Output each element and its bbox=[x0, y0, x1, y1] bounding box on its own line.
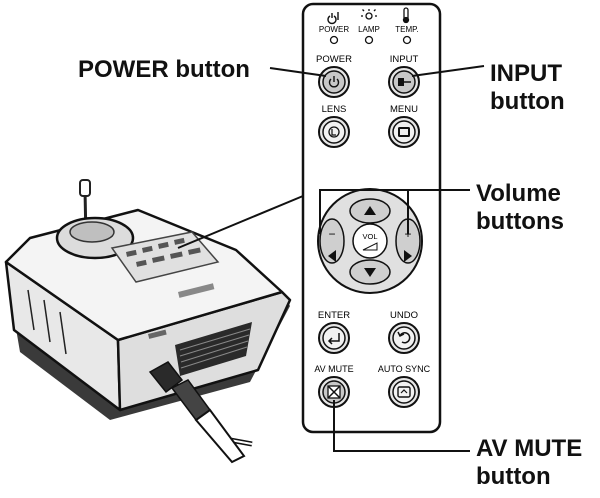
volume-wedge-icon bbox=[362, 242, 378, 251]
auto-sync-button-label: AUTO SYNC bbox=[378, 364, 431, 374]
vent-grille bbox=[175, 322, 252, 376]
undo-button[interactable] bbox=[388, 322, 420, 354]
enter-button-label: ENTER bbox=[318, 310, 350, 321]
input-leader-line bbox=[411, 65, 485, 77]
temp-indicator-led bbox=[402, 35, 412, 45]
input-callout-line-1: INPUT bbox=[490, 60, 562, 87]
av-mute-callout-line-1: AV MUTE bbox=[476, 435, 583, 462]
input-button-callout: INPUT button bbox=[490, 60, 565, 116]
lamp-indicator-label: LAMP bbox=[358, 25, 380, 34]
volume-leader-left bbox=[319, 189, 470, 234]
input-icon bbox=[398, 78, 411, 86]
input-callout-line-2: button bbox=[490, 88, 565, 115]
av-mute-button-callout: AV MUTE button bbox=[476, 435, 582, 491]
power-cable bbox=[148, 361, 253, 464]
right-arrow-icon bbox=[404, 250, 412, 262]
volume-callout-line-2: buttons bbox=[476, 208, 564, 235]
power-indicator-icon bbox=[327, 12, 339, 25]
av-mute-button-label: AV MUTE bbox=[314, 364, 353, 374]
input-button[interactable] bbox=[388, 66, 420, 98]
lamp-indicator-icon bbox=[361, 9, 377, 20]
left-arrow-icon bbox=[328, 250, 336, 262]
power-button-callout: POWER button bbox=[78, 56, 250, 84]
auto-sync-icon bbox=[397, 386, 411, 398]
power-button[interactable] bbox=[318, 66, 350, 98]
power-icon bbox=[328, 76, 340, 88]
av-mute-icon bbox=[327, 385, 341, 399]
volume-minus-label: − bbox=[328, 227, 335, 241]
undo-button-label: UNDO bbox=[390, 310, 418, 321]
menu-button[interactable] bbox=[388, 116, 420, 148]
lamp-indicator-led bbox=[364, 35, 374, 45]
temp-indicator-icon bbox=[402, 7, 410, 24]
lens-icon bbox=[328, 126, 340, 138]
auto-sync-button[interactable] bbox=[388, 376, 420, 408]
callout-leaders bbox=[269, 65, 485, 452]
up-button[interactable] bbox=[349, 198, 391, 224]
av-mute-callout-line-2: button bbox=[476, 463, 551, 490]
av-mute-leader-line bbox=[333, 400, 470, 452]
power-indicator-label: POWER bbox=[319, 25, 349, 34]
brand-plate bbox=[177, 283, 215, 298]
projector-control-panel bbox=[110, 231, 220, 283]
enter-icon bbox=[327, 333, 340, 345]
input-button-label: INPUT bbox=[390, 54, 419, 65]
down-button[interactable] bbox=[349, 259, 391, 285]
power-callout-line-1: POWER button bbox=[78, 56, 250, 83]
volume-center-label: VOL bbox=[362, 232, 377, 241]
menu-button-label: MENU bbox=[390, 104, 418, 115]
projector bbox=[4, 179, 292, 464]
av-mute-button[interactable] bbox=[318, 376, 350, 408]
lens-button-label: LENS bbox=[322, 104, 347, 115]
volume-callout-line-1: Volume bbox=[476, 180, 561, 207]
temp-indicator-label: TEMP. bbox=[395, 25, 418, 34]
undo-icon bbox=[397, 331, 411, 344]
down-arrow-icon bbox=[364, 268, 376, 277]
power-button-label: POWER bbox=[316, 54, 352, 65]
up-arrow-icon bbox=[364, 206, 376, 215]
menu-icon bbox=[398, 127, 410, 137]
remote-control: POWER LAMP TEMP. POWER INPUT LENS MEN bbox=[301, 2, 442, 434]
lens-button[interactable] bbox=[318, 116, 350, 148]
remote-leader-line bbox=[177, 195, 304, 249]
power-indicator-led bbox=[329, 35, 339, 45]
volume-buttons-callout: Volume buttons bbox=[476, 180, 564, 236]
enter-button[interactable] bbox=[318, 322, 350, 354]
navigation-pad: − + VOL bbox=[317, 188, 423, 294]
power-leader-line bbox=[269, 67, 327, 77]
volume-center: VOL bbox=[352, 223, 388, 259]
volume-down-button[interactable]: − bbox=[319, 218, 345, 264]
